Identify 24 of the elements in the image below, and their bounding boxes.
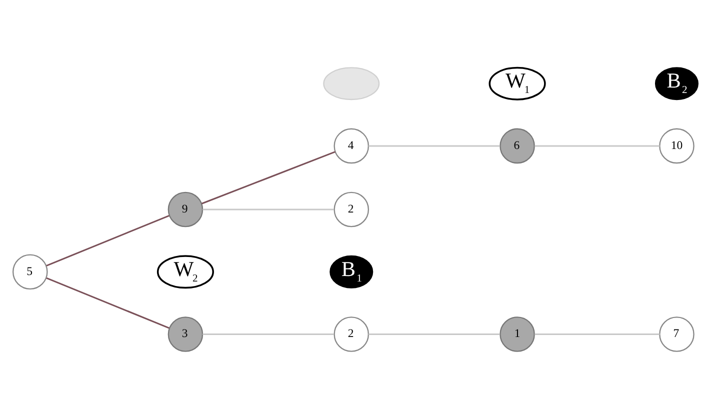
connector <box>368 333 500 335</box>
node-circle: 7 <box>659 316 694 352</box>
node-circle: 10 <box>659 128 694 164</box>
node-ellipse: W$_{2}$ <box>156 255 214 289</box>
node-ellipse: W$_{1}$ <box>488 66 546 100</box>
node-ellipse: B$_{1}$ <box>330 255 374 288</box>
node-circle: 4 <box>334 128 370 164</box>
node-ellipse <box>323 67 380 100</box>
node-circle: 9 <box>168 192 204 228</box>
node-circle: 6 <box>500 128 535 164</box>
connector <box>534 145 660 147</box>
connector <box>202 333 334 335</box>
node-ellipse: B$_{2}$ <box>654 67 698 100</box>
node-circle: 2 <box>334 316 370 352</box>
connector <box>534 333 660 335</box>
node-circle: 1 <box>500 316 535 352</box>
connector <box>368 145 500 147</box>
connector <box>202 208 334 210</box>
connector <box>46 214 170 266</box>
node-circle: 5 <box>12 254 48 290</box>
connector <box>46 277 170 329</box>
node-circle: 3 <box>168 316 204 352</box>
connector <box>201 151 336 204</box>
node-circle: 2 <box>334 192 370 228</box>
